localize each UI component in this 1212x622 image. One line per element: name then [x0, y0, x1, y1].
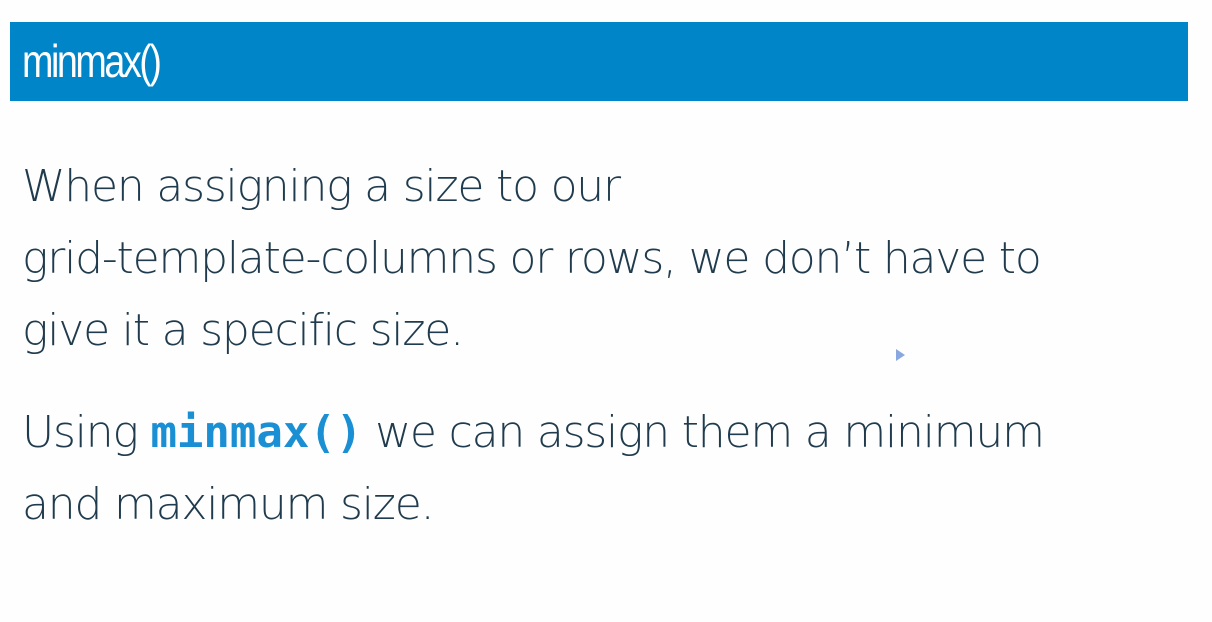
paragraph-minmax-line-1: Using minmax() we can assign them a mini… [22, 397, 1192, 469]
paragraph-intro-line-1: When assigning a size to our [22, 161, 621, 212]
minmax-code: minmax() [150, 407, 363, 458]
title-bar: minmax() [10, 22, 1188, 101]
paragraph-minmax-prefix: Using [22, 407, 151, 458]
paragraph-intro-line-3: give it a specific size. [22, 305, 464, 356]
paragraph-minmax-line-2: and maximum size. [22, 479, 435, 530]
paragraph-intro: When assigning a size to our grid-templa… [22, 151, 1192, 367]
paragraph-minmax-suffix: we can assign them a minimum [362, 407, 1045, 458]
paragraph-intro-line-2: grid-template-columns or rows, we don’t … [22, 233, 1042, 284]
mouse-pointer-icon [896, 349, 905, 361]
slide-body: When assigning a size to our grid-templa… [22, 151, 1192, 530]
paragraph-minmax: Using minmax() we can assign them a mini… [22, 397, 1192, 541]
slide-title: minmax() [22, 34, 162, 87]
